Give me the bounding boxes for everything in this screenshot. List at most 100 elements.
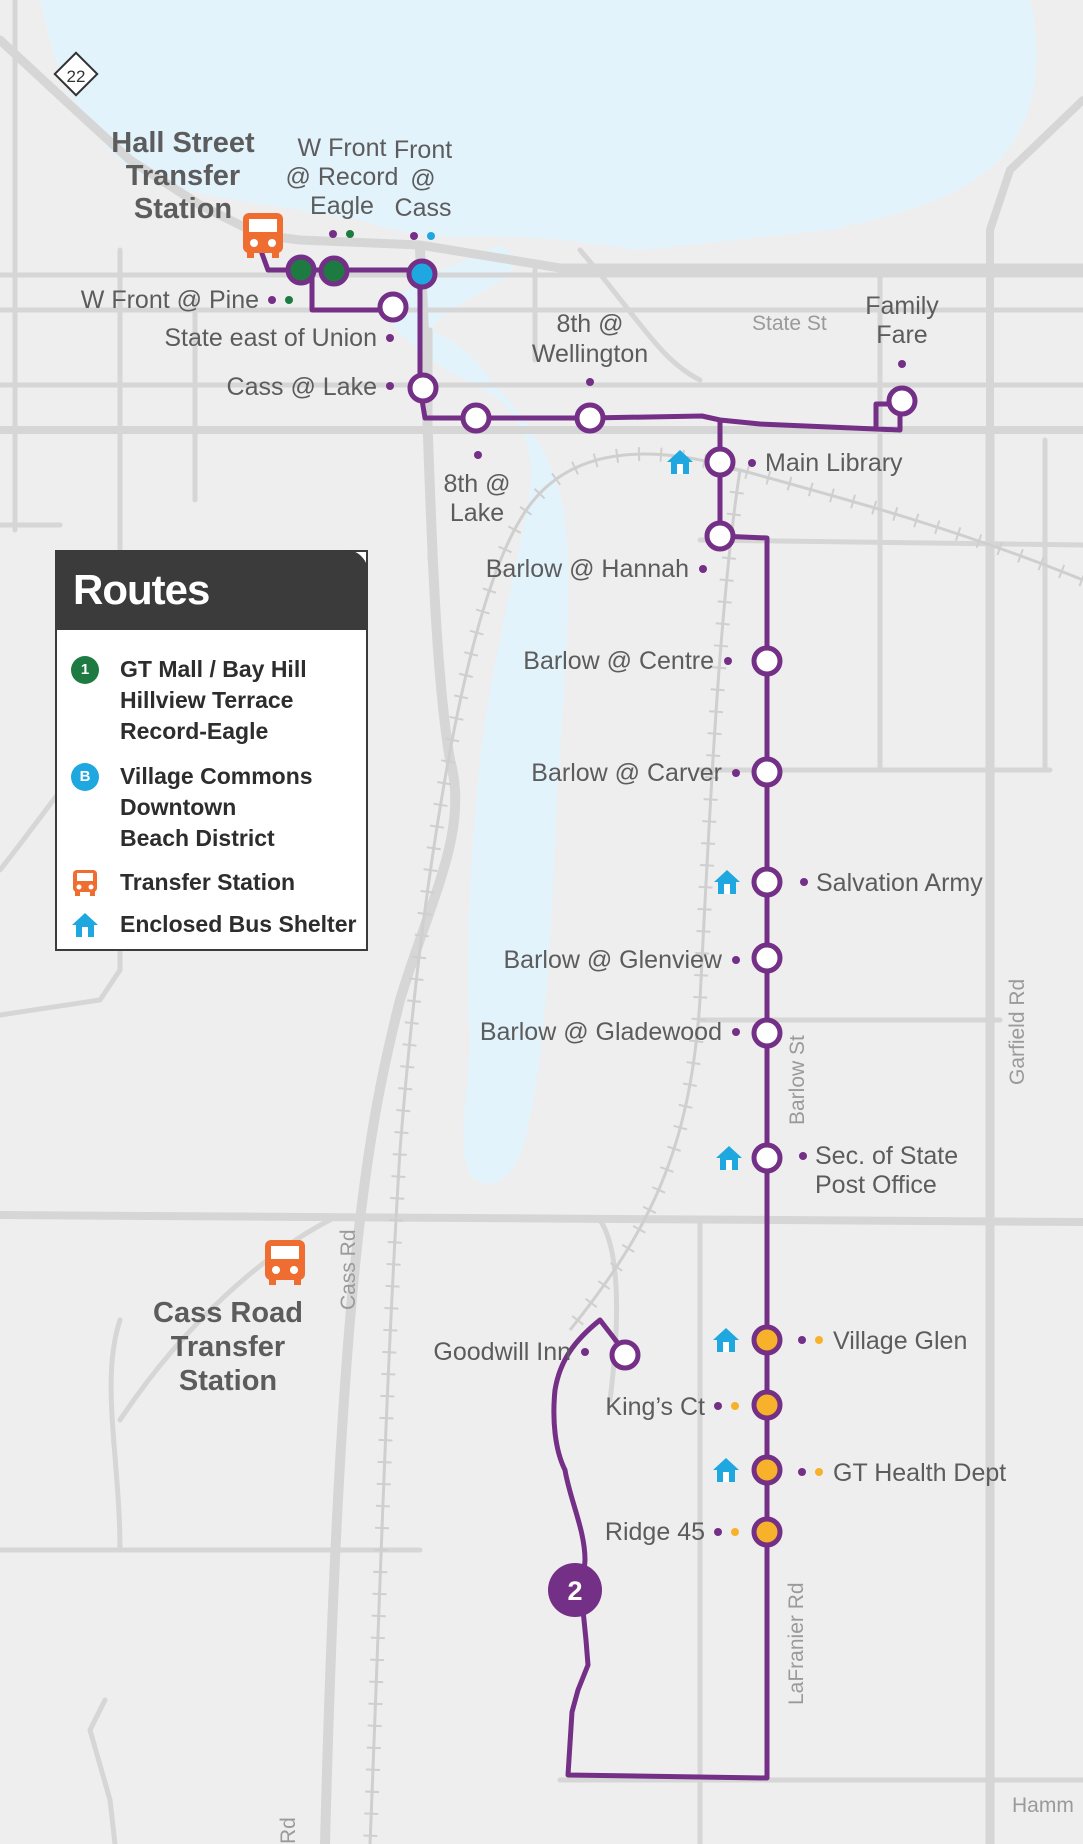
svg-text:Transfer: Transfer	[171, 1331, 285, 1363]
svg-text:Station: Station	[134, 193, 232, 225]
label-w-front-pine: W Front @ Pine	[81, 286, 259, 314]
stop-marker-salvation-army[interactable]	[751, 866, 783, 898]
legend-enclosed-shelter-text: Enclosed Bus Shelter	[120, 911, 357, 937]
label-barlow-carver: Barlow @ Carver	[531, 759, 722, 787]
svg-text:Family: Family	[865, 292, 939, 320]
svg-text:Eagle: Eagle	[310, 192, 374, 220]
label-ridge-45: Ridge 45	[605, 1518, 705, 1546]
legend-title: Routes	[55, 550, 368, 630]
shelter-icon	[72, 913, 98, 937]
svg-text:Sec. of State: Sec. of State	[815, 1142, 958, 1170]
svg-text:Transfer: Transfer	[126, 160, 240, 192]
street-label-lafranier-rd: LaFranier Rd	[785, 1582, 808, 1705]
legend-route-1-text: GT Mall / Bay Hill Hillview Terrace Reco…	[120, 656, 307, 744]
stop-marker-village-glen[interactable]	[751, 1324, 783, 1356]
svg-text:Front: Front	[394, 136, 452, 164]
stop-labels: W Front @ Record Eagle Front @ Cass W Fr…	[81, 134, 1006, 1546]
svg-text:Cass Road: Cass Road	[153, 1297, 303, 1329]
street-label-cass-rd: Cass Rd	[337, 1229, 360, 1310]
highway-22-shield: 22	[53, 51, 99, 97]
street-label-cass-rd-bottom: Rd	[277, 1817, 300, 1844]
stop-marker-state-east-union[interactable]	[377, 291, 409, 323]
stop-marker-gt-health-dept[interactable]	[751, 1454, 783, 1486]
street-label-garfield-rd: Garfield Rd	[1006, 979, 1029, 1085]
shelter-icon	[716, 1146, 742, 1170]
stop-marker-sec-of-state[interactable]	[751, 1142, 783, 1174]
label-barlow-gladewood: Barlow @ Gladewood	[480, 1018, 722, 1046]
label-8th-lake: 8th @ Lake	[443, 470, 510, 527]
label-family-fare: Family Fare	[865, 292, 939, 349]
hall-street-transfer-station-label: Hall Street Transfer Station	[111, 127, 255, 225]
svg-text:@ Record: @ Record	[286, 163, 399, 191]
label-goodwill-inn: Goodwill Inn	[433, 1338, 571, 1366]
label-sec-of-state: Sec. of State Post Office	[815, 1142, 958, 1199]
routes-legend: Routes 1 GT Mall / Bay Hill Hillview Ter…	[55, 550, 368, 951]
svg-text:Lake: Lake	[450, 499, 504, 527]
label-kings-ct: King’s Ct	[605, 1393, 705, 1421]
label-village-glen: Village Glen	[833, 1327, 967, 1355]
svg-text:Station: Station	[179, 1365, 277, 1397]
svg-text:Fare: Fare	[876, 321, 927, 349]
stop-marker-barlow-glenview[interactable]	[751, 942, 783, 974]
label-front-cass: Front @ Cass	[394, 136, 452, 222]
svg-text:Wellington: Wellington	[532, 340, 648, 368]
stop-marker-8th-lake[interactable]	[460, 402, 492, 434]
svg-text:Hall Street: Hall Street	[111, 127, 255, 159]
svg-text:2: 2	[567, 1576, 582, 1606]
stop-marker-barlow-hannah[interactable]	[704, 520, 736, 552]
svg-text:8th @: 8th @	[443, 470, 510, 498]
stop-marker-front-cass[interactable]	[406, 258, 438, 290]
route-dots	[268, 230, 906, 1536]
stop-marker-w-front-record-eagle[interactable]	[318, 255, 350, 287]
street-label-barlow-st: Barlow St	[786, 1035, 809, 1125]
bus-icon	[265, 1240, 305, 1285]
route-2-badge: 2	[548, 1563, 602, 1617]
bus-icon	[243, 213, 283, 258]
label-gt-health-dept: GT Health Dept	[833, 1459, 1006, 1487]
label-cass-lake: Cass @ Lake	[227, 373, 377, 401]
label-salvation-army: Salvation Army	[816, 869, 983, 897]
svg-text:@: @	[410, 165, 435, 193]
stop-marker-cass-lake[interactable]	[407, 372, 439, 404]
route-b-badge: B	[71, 763, 99, 791]
svg-text:Cass: Cass	[395, 194, 452, 222]
svg-text:Post Office: Post Office	[815, 1171, 937, 1199]
bay-water	[40, 0, 1037, 250]
legend-route-b-text: Village Commons Downtown Beach District	[120, 763, 313, 851]
cass-road-transfer-station-label: Cass Road Transfer Station	[153, 1297, 303, 1397]
stop-marker-8th-wellington[interactable]	[574, 402, 606, 434]
svg-text:8th @: 8th @	[556, 310, 623, 338]
stop-marker-barlow-carver[interactable]	[751, 756, 783, 788]
lake-water	[389, 245, 569, 1184]
label-w-front-record-eagle: W Front @ Record Eagle	[286, 134, 399, 220]
stop-marker-barlow-gladewood[interactable]	[751, 1017, 783, 1049]
stop-marker-main-library[interactable]	[704, 446, 736, 478]
shelter-icon	[667, 450, 693, 474]
stop-marker-goodwill-inn[interactable]	[609, 1339, 641, 1371]
label-8th-wellington: 8th @ Wellington	[532, 310, 648, 368]
label-barlow-hannah: Barlow @ Hannah	[486, 555, 689, 583]
svg-text:W Front: W Front	[298, 134, 387, 162]
legend-transfer-station-text: Transfer Station	[120, 869, 296, 895]
stop-marker-kings-ct[interactable]	[751, 1389, 783, 1421]
shelter-icon	[714, 870, 740, 894]
bus-icon	[73, 870, 97, 896]
stop-marker-ridge-45[interactable]	[751, 1516, 783, 1548]
label-state-east-union: State east of Union	[164, 324, 377, 352]
label-main-library: Main Library	[765, 449, 903, 477]
svg-text:22: 22	[67, 67, 86, 86]
route-1-badge: 1	[71, 656, 99, 684]
label-barlow-centre: Barlow @ Centre	[523, 647, 714, 675]
shelter-icon	[713, 1328, 739, 1352]
route-2-line	[257, 247, 903, 1781]
stop-marker-barlow-centre[interactable]	[751, 645, 783, 677]
stop-marker-w-front-pine[interactable]	[285, 254, 317, 286]
street-label-state-st: State St	[752, 312, 827, 335]
railroad	[363, 447, 1083, 1844]
stop-marker-family-fare[interactable]	[886, 385, 918, 417]
street-label-hammond: Hamm	[1012, 1794, 1074, 1817]
label-barlow-glenview: Barlow @ Glenview	[503, 946, 722, 974]
shelter-icon	[713, 1458, 739, 1482]
stop-markers	[285, 254, 918, 1548]
